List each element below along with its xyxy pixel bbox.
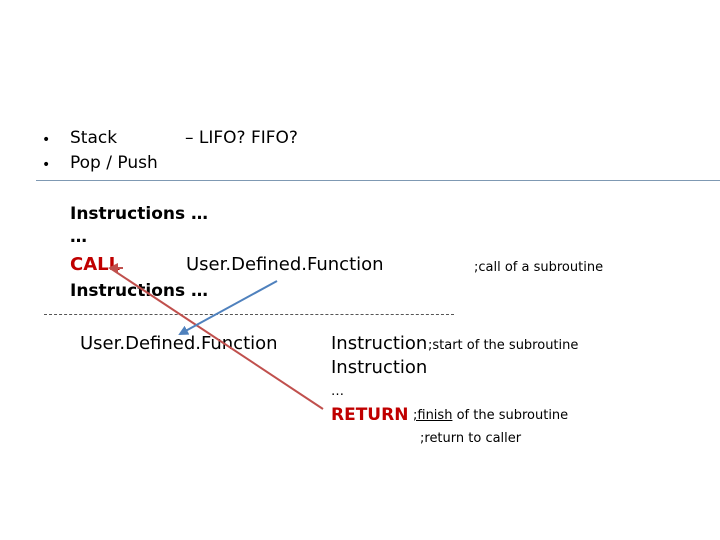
horizontal-rule bbox=[36, 180, 720, 181]
return-flow-arrow bbox=[109, 267, 324, 410]
finish-comment: ;finish of the subroutine bbox=[413, 409, 568, 422]
caller-ellipsis: … bbox=[70, 227, 87, 247]
start-comment: ;start of the subroutine bbox=[428, 338, 579, 353]
finish-word: ;finish bbox=[413, 408, 453, 423]
bullet-stack-question: – LIFO? FIFO? bbox=[185, 128, 298, 148]
bullet-dot: • bbox=[42, 157, 51, 173]
caller-line-1: Instructions … bbox=[70, 204, 209, 224]
subroutine-instr-2: Instruction bbox=[331, 357, 428, 378]
call-keyword: CALL bbox=[70, 254, 121, 275]
caller-line-4: Instructions … bbox=[70, 281, 209, 301]
bullet-pop-push: Pop / Push bbox=[70, 153, 158, 173]
subroutine-name: User.Defined.Function bbox=[80, 333, 278, 354]
subroutine-ellipsis: … bbox=[331, 384, 344, 399]
return-comment: ;return to caller bbox=[420, 431, 522, 446]
bullet-stack: Stack bbox=[70, 128, 118, 148]
finish-rest: of the subroutine bbox=[452, 408, 569, 423]
return-keyword: RETURN bbox=[331, 405, 409, 425]
call-target: User.Defined.Function bbox=[186, 254, 384, 275]
call-to-subroutine-arrow bbox=[178, 280, 278, 335]
dashed-separator bbox=[44, 314, 454, 315]
bullet-dot: • bbox=[42, 132, 51, 148]
subroutine-instr-1: Instruction bbox=[331, 333, 428, 354]
call-comment: ;call of a subroutine bbox=[474, 260, 604, 275]
